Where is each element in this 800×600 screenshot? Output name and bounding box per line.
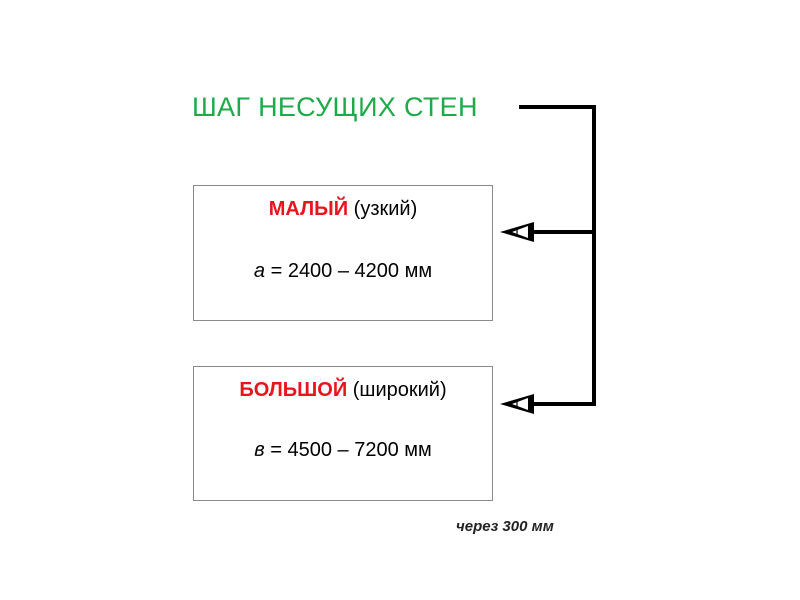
box-large-keyword: БОЛЬШОЙ: [239, 379, 348, 401]
box-large-qualifier: (широкий): [352, 379, 447, 401]
box-small-heading: МАЛЫЙ (узкий): [194, 198, 492, 221]
arrowhead-small-icon: [500, 222, 534, 242]
box-small-spacing: МАЛЫЙ (узкий) а = 2400 – 4200 мм: [193, 185, 493, 321]
box-small-keyword: МАЛЫЙ: [268, 198, 349, 220]
box-large-variable: в: [254, 439, 265, 461]
step-note: через 300 мм: [456, 518, 554, 535]
box-small-qualifier: (узкий): [353, 198, 418, 220]
box-small-formula: = 2400 – 4200 мм: [270, 260, 433, 282]
box-large-heading: БОЛЬШОЙ (широкий): [194, 379, 492, 402]
arrowhead-large-icon: [500, 394, 534, 414]
box-small-range: а = 2400 – 4200 мм: [194, 260, 492, 283]
box-small-variable: а: [253, 260, 266, 282]
box-large-range: в = 4500 – 7200 мм: [194, 439, 492, 462]
diagram-title: ШАГ НЕСУЩИХ СТЕН: [192, 92, 478, 122]
box-large-formula: = 4500 – 7200 мм: [270, 439, 432, 461]
box-large-spacing: БОЛЬШОЙ (широкий) в = 4500 – 7200 мм: [193, 366, 493, 501]
